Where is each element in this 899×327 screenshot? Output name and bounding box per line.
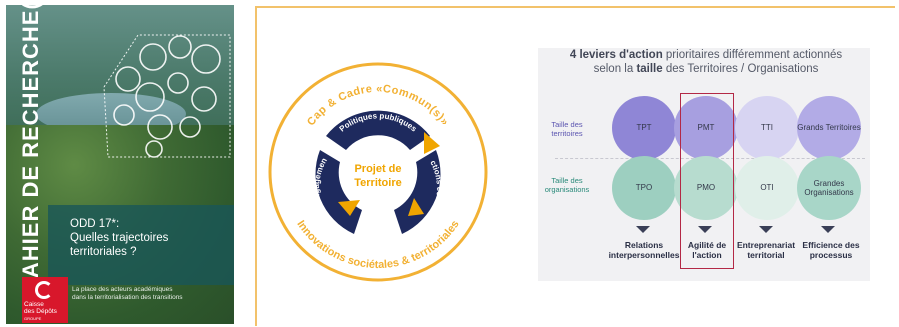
cover-odd-title: ODD 17*: Quelles trajectoires territoria… xyxy=(70,217,220,259)
lever-agilite: Agilité de l'action xyxy=(687,240,727,260)
arrow-icon xyxy=(408,198,424,216)
logo-group-text: GROUPE xyxy=(24,316,42,321)
down-arrow-icon xyxy=(636,226,650,233)
cover-odd-line: ODD 17*: xyxy=(70,218,120,230)
row2-label: Taille des organisations xyxy=(544,176,590,194)
lever-entreprenariat: Entreprenariat territorial xyxy=(736,240,796,260)
title-rest: prioritaires différemment actionnés xyxy=(662,49,843,61)
segment-politiques xyxy=(326,110,430,150)
title-rest: des Territoires / Organisations xyxy=(662,63,819,75)
circle-tpt: TPT xyxy=(612,96,676,160)
highlight-frame xyxy=(680,93,734,269)
circle-tpo: TPO xyxy=(612,156,676,220)
title-bold: taille xyxy=(636,63,663,75)
cover-image: CAHIER DE RECHERCHE(S) ODD 17*: Quelles … xyxy=(6,5,234,324)
circle-grands-territoires: Grands Territoires xyxy=(797,96,861,160)
arrow-icon xyxy=(338,200,360,216)
cover-odd-line: Quelles trajectoires xyxy=(70,232,169,244)
down-arrow-icon xyxy=(698,226,712,233)
content-frame xyxy=(255,6,895,326)
cover-tagline: La place des acteurs académiques dans la… xyxy=(72,286,222,302)
diagram-title: 4 leviers d'action prioritaires différem… xyxy=(536,48,876,76)
cover-text-panel xyxy=(48,205,234,285)
title-rest: selon la xyxy=(593,63,637,75)
segment-economiques xyxy=(394,150,441,234)
lever-relations: Relations interpersonnelles xyxy=(608,240,680,260)
center-label-line1: Projet de xyxy=(354,163,401,175)
arrow-icon xyxy=(424,132,440,154)
logo-text: des Dépôts xyxy=(24,308,57,315)
territory-project-wheel: Cap & Cadre «Commun(s)» Innovations soci… xyxy=(264,58,488,282)
down-arrow-icon xyxy=(759,226,773,233)
down-arrow-icon xyxy=(821,226,835,233)
center-label-line2: Territoire xyxy=(354,177,401,189)
circle-grandes-organisations: Grandes Organisations xyxy=(797,156,861,220)
logo-swirl-icon xyxy=(35,281,53,299)
lever-efficience: Efficience des processus xyxy=(802,240,860,260)
caisse-des-depots-logo: Caisse des Dépôts GROUPE xyxy=(22,277,68,323)
cover-tagline-line: La place des acteurs académiques xyxy=(72,286,173,293)
logo-text: Caisse xyxy=(24,301,44,308)
cover-vertical-title: CAHIER DE RECHERCHE(S) xyxy=(18,5,43,295)
title-bold: 4 leviers d'action xyxy=(569,49,663,61)
outer-ring xyxy=(268,62,488,282)
cover-odd-line: territoriales ? xyxy=(70,246,137,258)
circle-tti: TTI xyxy=(735,96,799,160)
circle-oti: OTI xyxy=(735,156,799,220)
row1-label: Taille des territoires xyxy=(551,120,583,138)
cover-tagline-line: dans la territorialisation des transitio… xyxy=(72,294,183,301)
circle-pmt: PMT xyxy=(674,96,738,160)
gears-illustration xyxy=(103,34,231,158)
circle-pmo: PMO xyxy=(674,156,738,220)
